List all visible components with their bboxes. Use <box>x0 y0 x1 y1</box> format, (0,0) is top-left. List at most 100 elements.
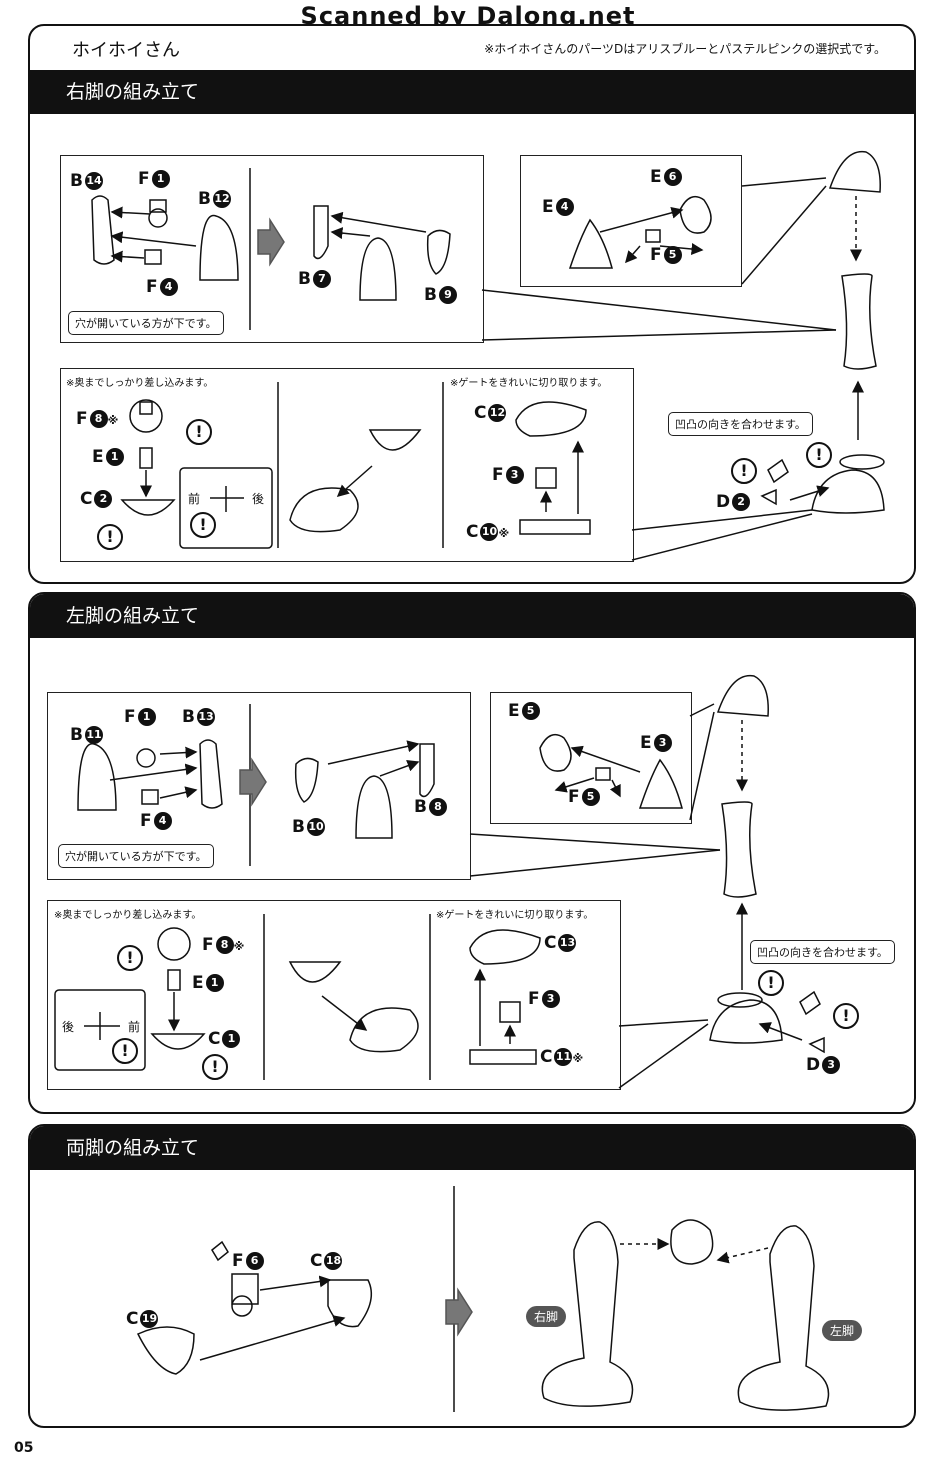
b11-part <box>77 743 117 811</box>
caution-icon: ! <box>186 419 212 445</box>
caution-icon: ! <box>806 442 832 468</box>
manual-title: ホイホイさん <box>72 40 180 61</box>
hole-direction-note: 穴が開いている方が下です。 <box>68 311 224 335</box>
align-notch-note-left: 凹凸の向きを合わせます。 <box>750 940 895 964</box>
align-notch-note: 凹凸の向きを合わせます。 <box>668 412 813 436</box>
caution-icon: ! <box>112 1038 138 1064</box>
c1-part <box>150 1033 206 1050</box>
front-label: 前 <box>188 492 201 506</box>
right-knee-armor <box>828 150 881 193</box>
page-number: 05 <box>14 1440 34 1456</box>
caution-icon: ! <box>833 1003 859 1029</box>
left-knee-armor <box>716 674 769 717</box>
e6-part <box>679 195 712 234</box>
caution-icon: ! <box>117 945 143 971</box>
f8-part <box>129 399 163 433</box>
assembled-left-leg <box>737 1225 830 1411</box>
left-thigh <box>721 801 757 898</box>
c12-part <box>515 401 587 437</box>
step-arrow-both <box>445 1287 473 1337</box>
back-label: 後 <box>252 492 265 506</box>
d3-part <box>808 1036 825 1054</box>
cut-gate-note: ※ゲートをきれいに切り取ります。 <box>450 378 608 389</box>
d2-part <box>760 488 777 506</box>
b13-part <box>199 739 223 809</box>
caution-icon: ! <box>758 970 784 996</box>
right-thigh <box>841 273 877 370</box>
f3-left-part <box>499 1001 521 1023</box>
right-leg-heading: 右脚の組み立て <box>30 70 914 114</box>
both-legs-section: 両脚の組み立て <box>28 1124 916 1428</box>
f1-part <box>148 208 168 228</box>
e4-part <box>568 218 613 269</box>
c10-part <box>519 519 591 535</box>
insert-fully-note: ※奥までしっかり差し込みます。 <box>66 378 214 389</box>
insert-fully-note-left: ※奥までしっかり差し込みます。 <box>54 910 202 921</box>
c19-part <box>136 1326 195 1375</box>
f3-part <box>535 467 557 489</box>
back-label-left: 後 <box>62 1020 75 1034</box>
e1-part <box>139 447 153 469</box>
step-arrow-left <box>239 757 267 807</box>
caution-icon: ! <box>97 524 123 550</box>
f4-part <box>144 249 162 265</box>
assembled-right-leg <box>541 1221 634 1407</box>
caution-icon: ! <box>202 1054 228 1080</box>
front-label-left: 前 <box>128 1020 141 1034</box>
left-foot <box>709 999 783 1044</box>
c18-part <box>327 1279 373 1328</box>
e1-left-part <box>167 969 181 991</box>
f5-part <box>645 229 661 243</box>
step-arrow <box>257 217 285 267</box>
both-legs-heading: 両脚の組み立て <box>30 1126 914 1170</box>
caution-icon: ! <box>731 458 757 484</box>
parts-d-note: ※ホイホイさんのパーツDはアリスブルーとパステルピンクの選択式です。 <box>484 42 886 56</box>
caution-icon: ! <box>190 512 216 538</box>
f5-left-part <box>595 767 611 781</box>
c2-part <box>120 499 176 516</box>
b14-part <box>91 195 115 265</box>
hole-direction-note-left: 穴が開いている方が下です。 <box>58 844 214 868</box>
right-foot <box>811 469 885 514</box>
c13-part <box>469 929 541 965</box>
e5-part <box>539 733 572 772</box>
right-leg-tag: 右脚 <box>526 1306 567 1327</box>
left-leg-tag: 左脚 <box>822 1320 863 1341</box>
e3-part <box>638 758 683 809</box>
f4-left-part <box>141 789 159 805</box>
b12-part <box>199 214 239 281</box>
